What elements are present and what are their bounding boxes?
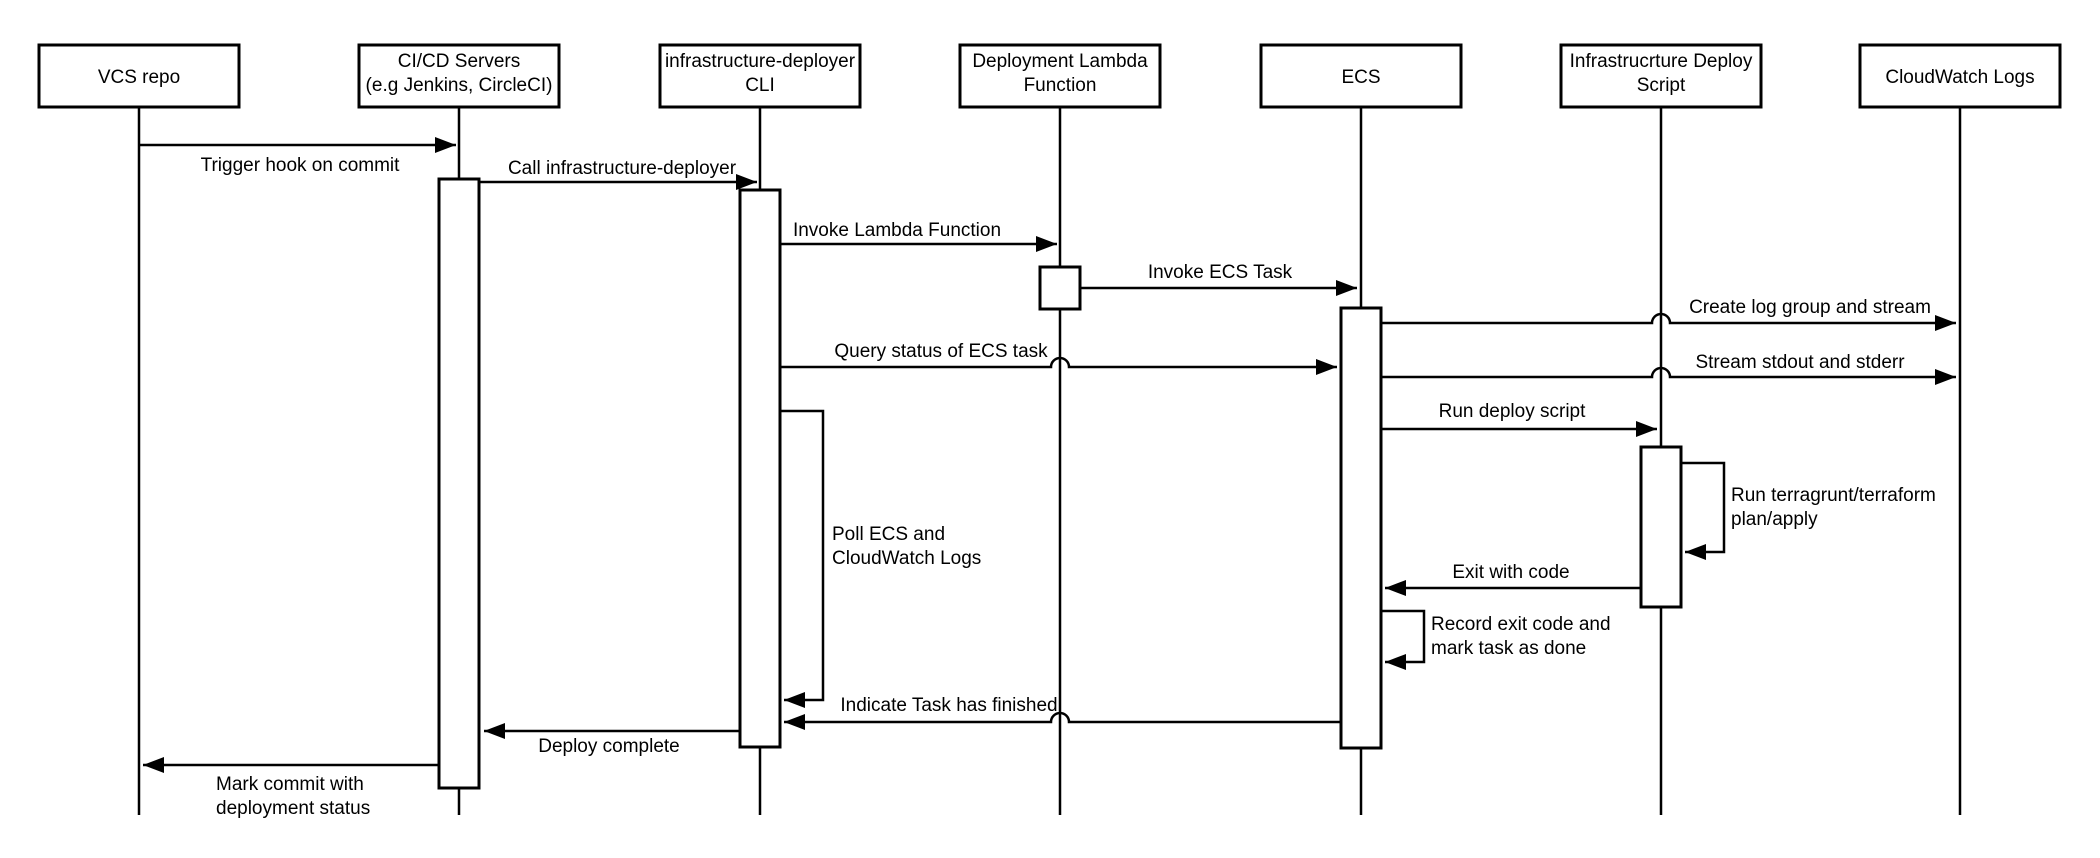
message-label-line: deployment status: [216, 798, 370, 819]
actor-label-line: CloudWatch Logs: [1885, 67, 2034, 88]
message-deploy-complete: Deploy complete: [484, 723, 740, 757]
activation-infrastructure-deployer-cli: [738, 188, 782, 749]
message-label-line: Indicate Task has finished: [840, 695, 1057, 716]
message-label-line: Trigger hook on commit: [201, 155, 401, 176]
message-invoke-lambda-function: Invoke Lambda Function: [780, 220, 1057, 252]
activation-infrastructure-deploy-script: [1639, 445, 1683, 609]
self-message-record-exit-code-and: Record exit code and mark task as done: [1381, 609, 1611, 670]
self-message-arrow: [1381, 609, 1426, 670]
actor-box-infrastructure-deployer-cli: [658, 43, 862, 109]
message-label-line: Query status of ECS task: [834, 341, 1048, 362]
activation-deployment-lambda-function: [1038, 265, 1082, 311]
message-arrow: [784, 711, 1341, 730]
actor-box-deployment-lambda-function: [958, 43, 1162, 109]
message-label-line: Deploy complete: [538, 736, 680, 757]
message-arrow: [780, 356, 1337, 375]
actor-box-ecs: [1259, 43, 1463, 109]
message-label-line: Stream stdout and stderr: [1695, 352, 1905, 373]
message-exit-with-code: Exit with code: [1385, 562, 1641, 596]
actor-label-line: CLI: [745, 75, 775, 96]
actor-label-line: (e.g Jenkins, CircleCI): [366, 75, 553, 96]
actor-label-line: infrastructure-deployer: [665, 51, 856, 72]
message-indicate-task-has-finished: Indicate Task has finished: [784, 695, 1341, 730]
actor-label-line: VCS repo: [98, 67, 180, 88]
actor-vcs-repo: VCS repo: [37, 43, 241, 109]
actor-label-line: Script: [1637, 75, 1686, 96]
message-mark-commit-with: Mark commit with deployment status: [143, 757, 439, 819]
actor-label-line: Deployment Lambda: [972, 51, 1148, 72]
actor-label-line: CI/CD Servers: [398, 51, 520, 72]
self-message-arrow: [1681, 461, 1726, 560]
message-invoke-ecs-task: Invoke ECS Task: [1080, 262, 1357, 296]
message-run-deploy-script: Run deploy script: [1381, 401, 1657, 437]
message-create-log-group-and-stream: Create log group and stream: [1381, 297, 1956, 331]
message-label-line: Invoke ECS Task: [1148, 262, 1293, 283]
actor-cloudwatch-logs: CloudWatch Logs: [1858, 43, 2062, 109]
self-message-label-line: plan/apply: [1731, 509, 1818, 530]
actor-ecs: ECS: [1259, 43, 1463, 109]
activation-cicd-servers: [437, 177, 481, 790]
self-message-label-line: mark task as done: [1431, 638, 1586, 659]
self-message-run-terragrunt-terraform: Run terragrunt/terraform plan/apply: [1681, 461, 1936, 560]
message-arrow: [1381, 312, 1956, 331]
message-label-line: Call infrastructure-deployer: [508, 158, 737, 179]
message-arrow: [1381, 366, 1956, 385]
actor-label-line: ECS: [1341, 67, 1380, 88]
message-label-line: Create log group and stream: [1689, 297, 1931, 318]
message-query-status-of-ecs-task: Query status of ECS task: [780, 341, 1337, 375]
activation-ecs: [1339, 306, 1383, 750]
self-message-arrow: [780, 409, 825, 708]
message-label-line: Exit with code: [1452, 562, 1569, 583]
actor-box-infrastructure-deploy-script: [1559, 43, 1763, 109]
message-label-line: Run deploy script: [1439, 401, 1587, 422]
self-message-label-line: Record exit code and: [1431, 614, 1611, 635]
self-message-label-line: CloudWatch Logs: [832, 548, 981, 569]
actor-cicd-servers: CI/CD Servers (e.g Jenkins, CircleCI): [357, 43, 561, 109]
message-label-line: Mark commit with: [216, 774, 364, 795]
actor-label-line: Function: [1024, 75, 1097, 96]
actor-box-cicd-servers: [357, 43, 561, 109]
actor-label-line: Infrastrucrture Deploy: [1570, 51, 1753, 72]
message-call-infrastructure-deployer: Call infrastructure-deployer: [480, 158, 757, 190]
message-stream-stdout-and-stderr: Stream stdout and stderr: [1381, 352, 1956, 385]
message-label-line: Invoke Lambda Function: [793, 220, 1001, 241]
actor-box-cloudwatch-logs: [1858, 43, 2062, 109]
self-message-label-line: Run terragrunt/terraform: [1731, 485, 1936, 506]
self-message-label-line: Poll ECS and: [832, 524, 945, 545]
actor-box-vcs-repo: [37, 43, 241, 109]
message-trigger-hook-on-commit: Trigger hook on commit: [139, 137, 456, 176]
